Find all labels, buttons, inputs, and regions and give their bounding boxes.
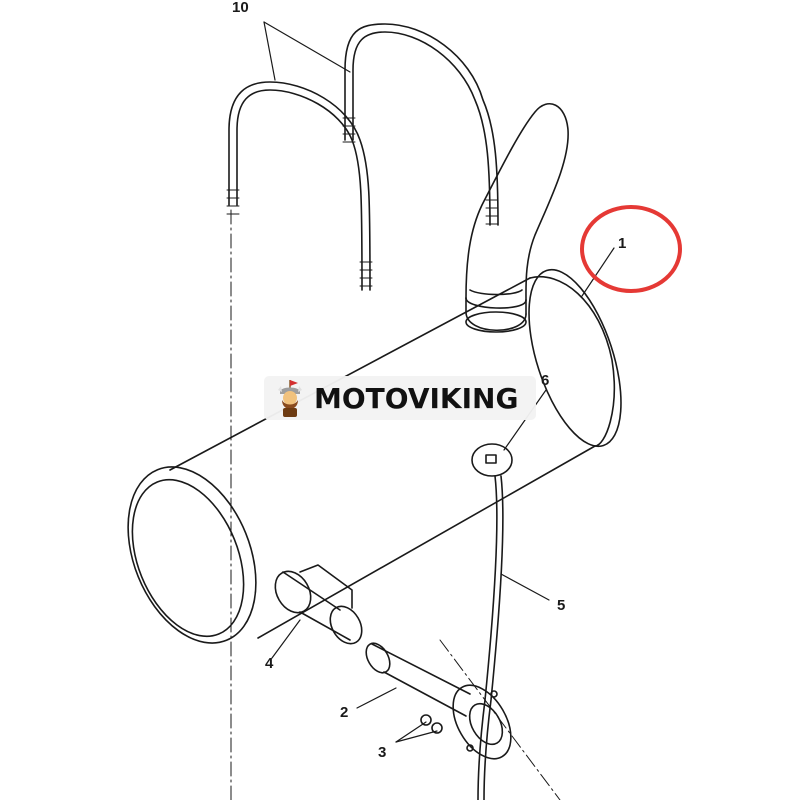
inlet-pipe [365,642,512,760]
brand-name: MOTOVIKING [314,381,519,415]
u-bolt-front [226,81,373,291]
callout-2: 2 [340,704,348,721]
u-bolt-rear [342,23,499,226]
muffler-body [127,268,622,644]
callout-4: 4 [265,655,274,672]
drain-tube [477,475,504,801]
highlight-circle [580,205,682,293]
callout-5: 5 [557,597,565,614]
clamp-part [274,564,363,645]
exhaust-stack [465,102,569,333]
callout-10: 10 [232,0,249,16]
callout-6: 6 [541,372,549,389]
brand-watermark: MOTOVIKING [264,376,536,420]
leader-lines [263,21,615,743]
viking-mascot-icon [278,380,302,417]
drain-plug [471,443,513,477]
nuts [420,714,443,734]
callout-3: 3 [378,744,386,761]
callout-1: 1 [618,235,626,252]
